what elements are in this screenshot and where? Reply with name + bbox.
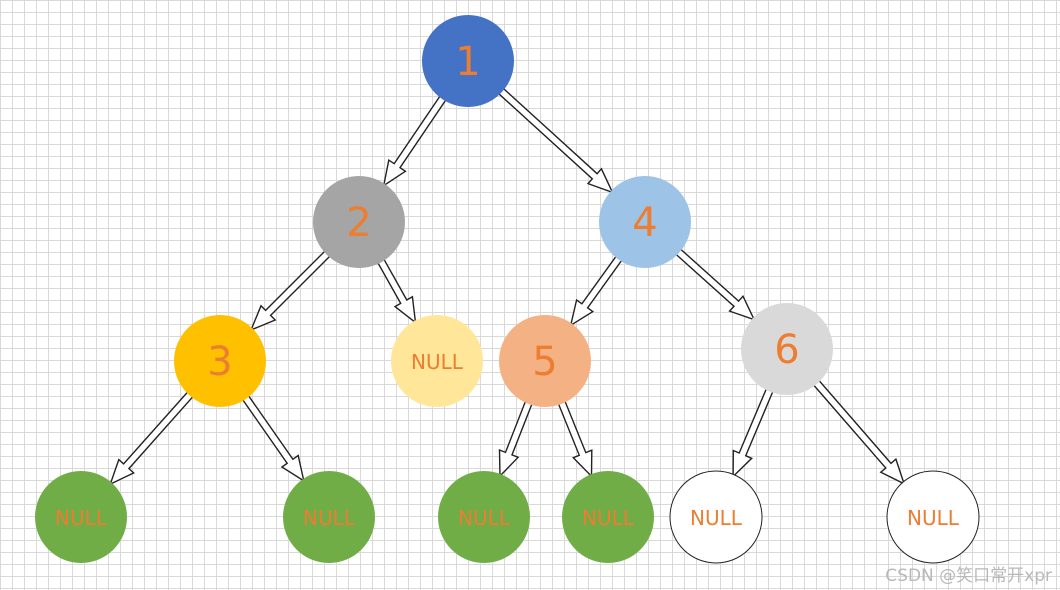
- edge-node-3-to-node-null-3l: [109, 390, 195, 486]
- node-null-6r-label: NULL: [907, 506, 960, 530]
- node-5-label: 5: [532, 339, 557, 385]
- node-5: 5: [499, 315, 591, 407]
- node-null-6r-circle: [886, 470, 980, 564]
- node-null-3r: NULL: [283, 471, 375, 563]
- node-null-5l-label: NULL: [458, 506, 511, 530]
- node-1: 1: [422, 15, 514, 107]
- node-3: 3: [174, 315, 266, 407]
- node-null-5l: NULL: [438, 471, 530, 563]
- node-3-circle: [174, 315, 266, 407]
- node-3-label: 3: [207, 339, 232, 385]
- edge-node-1-to-node-4: [497, 87, 614, 194]
- node-null-5r: NULL: [562, 471, 654, 563]
- node-1-label: 1: [455, 39, 480, 85]
- node-null-3r-circle: [283, 471, 375, 563]
- node-2-label: 2: [346, 200, 371, 246]
- node-null-6l-circle: [669, 470, 763, 564]
- edge-node-6-to-node-null-6r: [812, 378, 906, 486]
- node-6: 6: [741, 303, 833, 395]
- edges-layer: [109, 87, 906, 486]
- node-null-3l: NULL: [35, 471, 127, 563]
- node-null-6l-label: NULL: [690, 506, 743, 530]
- edge-node-2-to-node-null-2r: [376, 257, 417, 325]
- edge-node-5-to-node-null-5r: [557, 399, 593, 478]
- node-null-5r-circle: [562, 471, 654, 563]
- node-null-5r-label: NULL: [582, 506, 635, 530]
- node-null-2r-circle: [391, 315, 483, 407]
- node-5-circle: [499, 315, 591, 407]
- node-null-2r-label: NULL: [411, 350, 464, 374]
- node-null-6r: NULL: [886, 470, 980, 564]
- node-null-3l-label: NULL: [55, 506, 108, 530]
- node-null-2r: NULL: [391, 315, 483, 407]
- edge-node-4-to-node-5: [569, 254, 624, 327]
- edge-node-6-to-node-null-6l: [732, 387, 775, 479]
- node-null-3l-circle: [35, 471, 127, 563]
- node-null-5l-circle: [438, 471, 530, 563]
- node-1-circle: [422, 15, 514, 107]
- edge-node-5-to-node-null-5l: [498, 399, 534, 478]
- edge-node-2-to-node-3: [249, 249, 332, 332]
- node-2-circle: [313, 176, 405, 268]
- node-4-circle: [599, 176, 691, 268]
- node-6-label: 6: [774, 327, 799, 373]
- watermark: CSDN @笑口常开xpr: [885, 566, 1052, 586]
- edge-node-4-to-node-6: [674, 247, 756, 321]
- node-null-3r-label: NULL: [303, 506, 356, 530]
- node-null-6l: NULL: [669, 470, 763, 564]
- edge-node-3-to-node-null-3r: [241, 394, 305, 483]
- node-6-circle: [741, 303, 833, 395]
- node-4: 4: [599, 176, 691, 268]
- node-4-label: 4: [632, 200, 657, 246]
- node-2: 2: [313, 176, 405, 268]
- edge-node-1-to-node-2: [382, 94, 448, 188]
